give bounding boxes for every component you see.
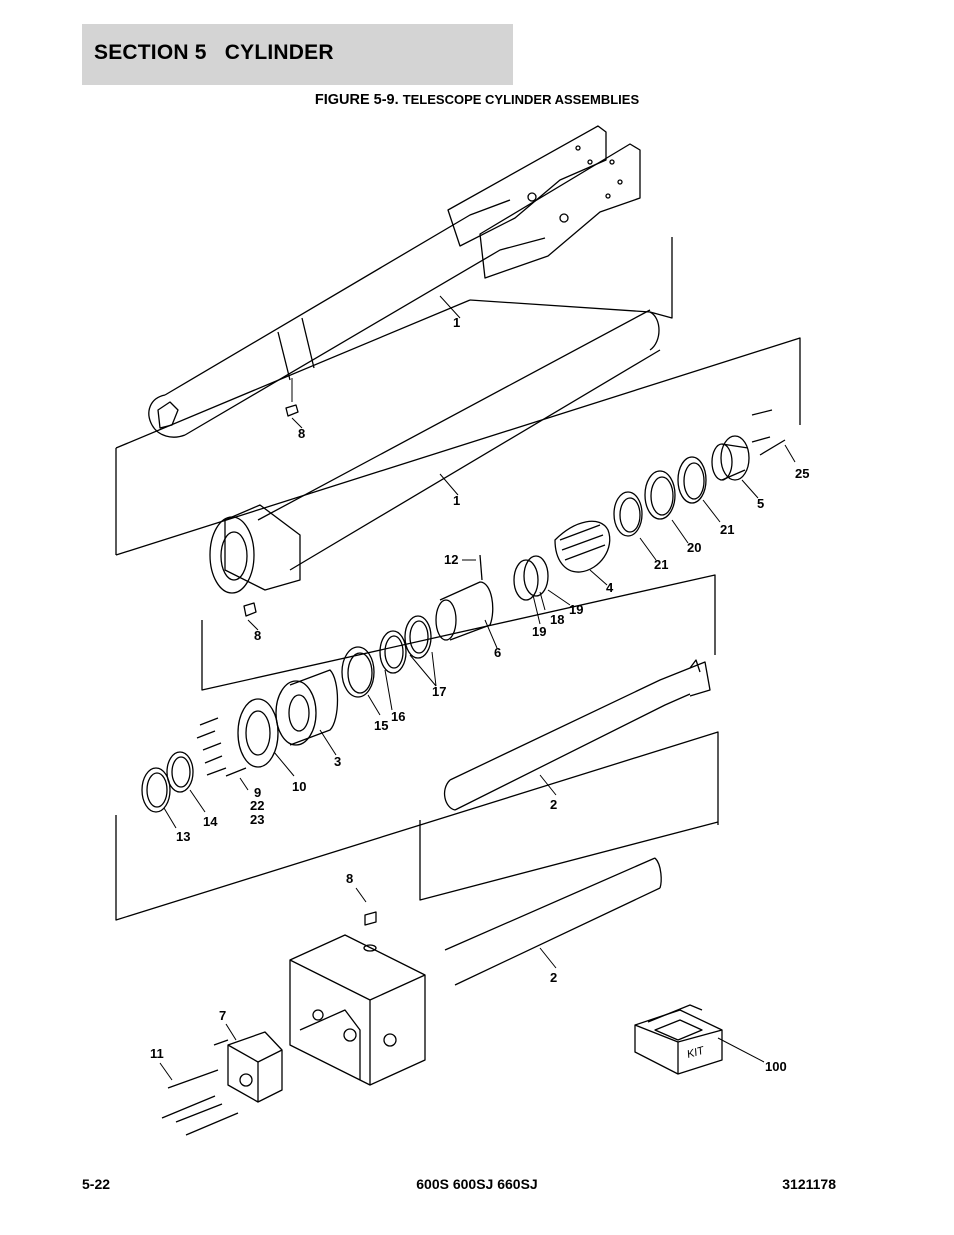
callout-4: 4 (606, 580, 614, 595)
callout-20: 20 (687, 540, 701, 555)
plug-fitting (285, 404, 299, 417)
callout-25: 25 (795, 466, 809, 481)
figure-number: FIGURE 5-9. (314, 92, 399, 108)
callout-12: 12 (444, 552, 458, 567)
callout-13: 13 (176, 829, 190, 844)
callout-19: 19 (532, 624, 546, 639)
callout-9: 9 (254, 785, 261, 800)
callout-21: 21 (654, 557, 668, 572)
base-mount (161, 911, 426, 1136)
callout-6: 6 (494, 645, 501, 660)
callout-2: 2 (550, 970, 557, 985)
callout-15: 15 (374, 718, 388, 733)
callout-16: 16 (391, 709, 405, 724)
callout-14: 14 (203, 814, 218, 829)
callout-11: 11 (150, 1046, 164, 1061)
callout-19: 19 (569, 602, 583, 617)
callout-8: 8 (298, 426, 305, 441)
callout-23: 23 (250, 812, 264, 827)
callout-10: 10 (292, 779, 306, 794)
callout-100: 100 (765, 1059, 787, 1074)
plug-fitting (243, 602, 257, 617)
callout-1: 1 (453, 315, 460, 330)
figure-caption: FIGURE 5-9. TELESCOPE CYLINDER ASSEMBLIE… (0, 92, 954, 108)
section-title: SECTION 5 CYLINDER (94, 41, 334, 64)
callout-18: 18 (550, 612, 564, 627)
kit-box-label: KIT (686, 1045, 707, 1061)
callout-8: 8 (346, 871, 353, 886)
figure-title: TELESCOPE CYLINDER ASSEMBLIES (402, 92, 640, 107)
callout-21: 21 (720, 522, 734, 537)
callout-8: 8 (254, 628, 261, 643)
middle-barrel (201, 309, 716, 691)
document-number: 3121178 (782, 1176, 836, 1192)
callout-1: 1 (453, 493, 460, 508)
page-number: 5-22 (82, 1176, 111, 1192)
upper-barrel (115, 125, 801, 556)
callout-3: 3 (334, 754, 341, 769)
head-parts (115, 409, 786, 921)
kit-box (634, 1004, 723, 1075)
callout-17: 17 (432, 684, 446, 699)
rod (419, 659, 719, 986)
section-header-band (82, 24, 513, 85)
callout-2: 2 (550, 797, 557, 812)
callout-7: 7 (219, 1008, 226, 1023)
model-numbers: 600S 600SJ 660SJ (416, 1176, 538, 1192)
leader-lines (159, 295, 796, 1081)
callout-5: 5 (757, 496, 764, 511)
callout-22: 22 (250, 798, 264, 813)
